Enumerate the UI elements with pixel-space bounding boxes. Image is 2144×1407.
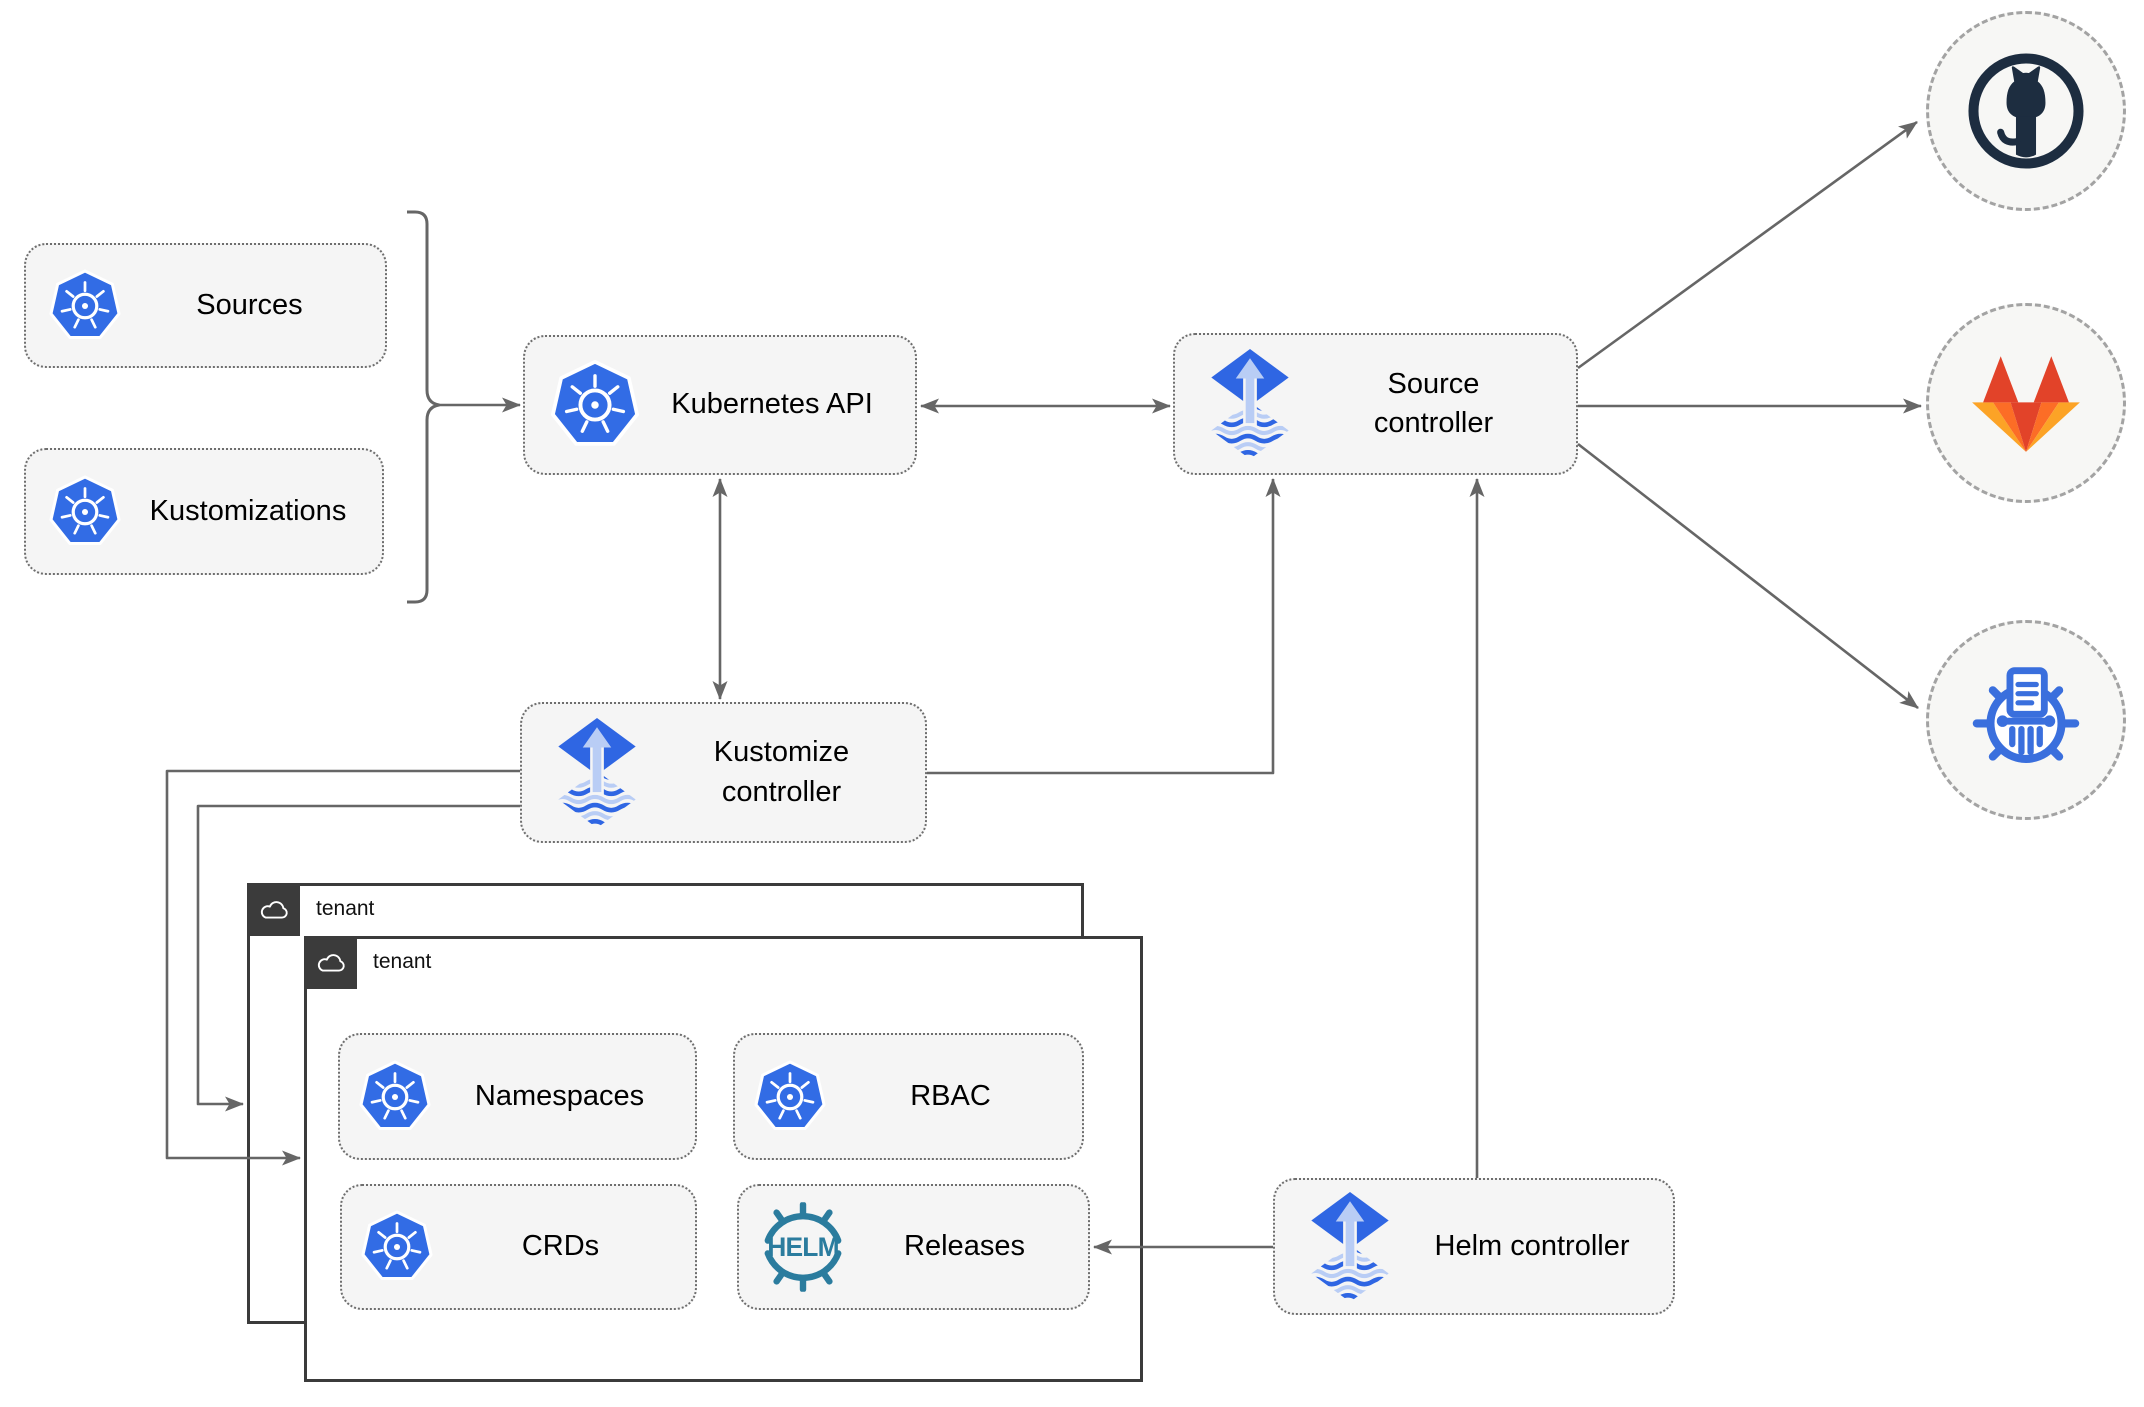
namespaces-node: Namespaces	[338, 1033, 697, 1160]
kustomizations-label: Kustomizations	[149, 494, 347, 527]
kubernetes-icon	[46, 268, 124, 344]
sources-label: Sources	[196, 288, 303, 321]
source-controller-label: Source controller	[1373, 367, 1494, 439]
cloud-icon	[314, 950, 348, 975]
rbac-node: RBAC	[733, 1033, 1084, 1160]
chartmuseum-endpoint	[1926, 620, 2126, 820]
cloud-badge	[247, 883, 300, 936]
bracket	[407, 210, 441, 604]
github-icon	[1967, 52, 2085, 170]
cloud-icon	[257, 897, 291, 922]
kustomizations-node: Kustomizations	[24, 448, 384, 575]
helm-icon	[755, 1202, 851, 1292]
arrow-source-to-chartmuseum	[1577, 442, 1919, 710]
tenant-back-label: tenant	[316, 897, 375, 920]
gitlab-endpoint	[1926, 303, 2126, 503]
helm-controller-node: Helm controller	[1273, 1178, 1675, 1315]
source-controller-node: Source controller	[1173, 333, 1578, 475]
rbac-label: RBAC	[910, 1079, 991, 1112]
kustomize-controller-label: Kustomize controller	[713, 736, 850, 808]
kubernetes-api-label: Kubernetes API	[671, 388, 873, 421]
crds-node: CRDs	[340, 1184, 697, 1310]
crds-label: CRDs	[521, 1230, 600, 1263]
flux-icon	[1199, 347, 1301, 461]
github-endpoint	[1926, 11, 2126, 211]
kubernetes-icon	[751, 1059, 829, 1135]
arrow-kustomize-to-source	[927, 478, 1281, 775]
arrow-source-to-github	[1577, 120, 1918, 370]
kubernetes-icon	[358, 1209, 436, 1285]
flux-icon	[546, 716, 648, 830]
flux-icon	[1299, 1190, 1401, 1304]
helm-controller-label: Helm controller	[1434, 1229, 1630, 1262]
releases-label: Releases	[904, 1230, 1025, 1263]
kubernetes-icon	[356, 1059, 434, 1135]
chartmuseum-icon	[1963, 657, 2089, 783]
kubernetes-icon	[46, 474, 124, 550]
tenant-front-label: tenant	[373, 950, 432, 973]
kubernetes-icon	[547, 358, 643, 452]
sources-node: Sources	[24, 243, 387, 368]
cloud-badge	[304, 936, 357, 989]
releases-node: Releases	[737, 1184, 1090, 1310]
kustomize-controller-node: Kustomize controller	[520, 702, 927, 843]
namespaces-label: Namespaces	[474, 1079, 645, 1112]
gitlab-icon	[1971, 354, 2081, 453]
kubernetes-api-node: Kubernetes API	[523, 335, 917, 475]
